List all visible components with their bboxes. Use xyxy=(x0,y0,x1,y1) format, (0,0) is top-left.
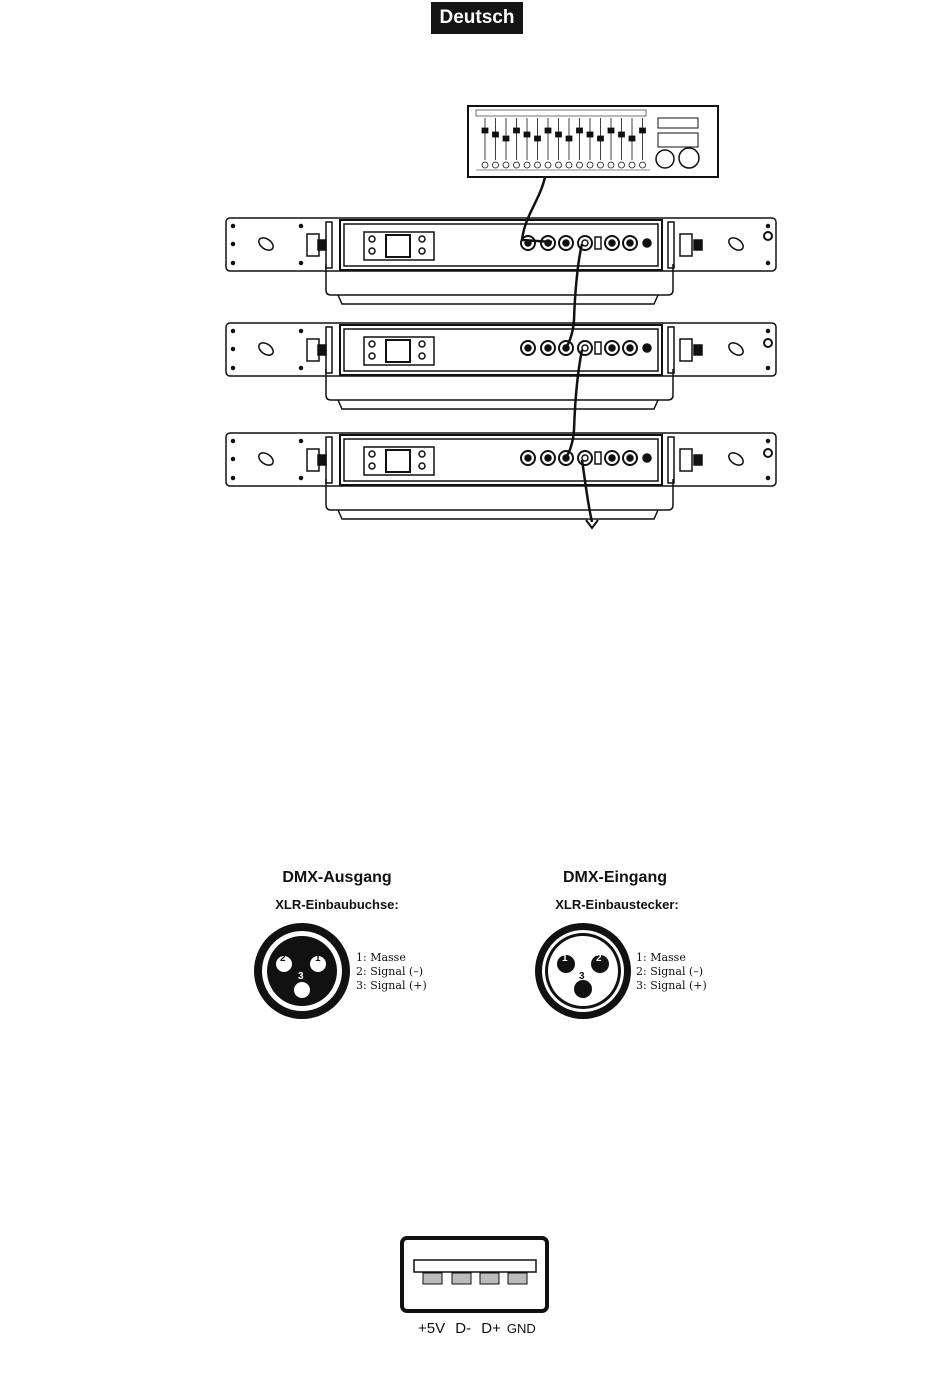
fixture-unit xyxy=(226,433,776,519)
pin-number: 1 xyxy=(562,953,568,964)
pin-number: 1 xyxy=(315,953,321,964)
pin-label: 3: Signal (+) xyxy=(356,979,427,993)
pin-label: 3: Signal (+) xyxy=(636,979,707,993)
usb-pin-label: +5V xyxy=(418,1320,445,1337)
usb-pin-labels: +5V D- D+ GND xyxy=(418,1320,568,1337)
pin-number: 3 xyxy=(298,971,304,982)
fixture-unit xyxy=(226,323,776,409)
dmx-controller xyxy=(468,106,718,177)
usb-pin-label: D+ xyxy=(481,1320,501,1337)
pin-number: 3 xyxy=(579,971,585,982)
pin-label: 1: Masse xyxy=(636,951,707,965)
dmx-input-pin-list: 1: Masse 2: Signal (–) 3: Signal (+) xyxy=(636,951,707,993)
dmx-output-pin-list: 1: Masse 2: Signal (–) 3: Signal (+) xyxy=(356,951,427,993)
pin-label: 1: Masse xyxy=(356,951,427,965)
pin-number: 2 xyxy=(596,953,602,964)
pin-label: 2: Signal (–) xyxy=(356,965,427,979)
pin-number: 2 xyxy=(280,953,286,964)
pin-label: 2: Signal (–) xyxy=(636,965,707,979)
dmx-input-subtitle: XLR-Einbaustecker: xyxy=(507,897,727,912)
dmx-output-subtitle: XLR-Einbaubuchse: xyxy=(227,897,447,912)
wiring-diagram xyxy=(0,0,950,560)
fixture-unit xyxy=(226,218,776,304)
dmx-input-title: DMX-Eingang xyxy=(505,869,725,887)
usb-pin-label: GND xyxy=(507,1321,536,1336)
dmx-output-title: DMX-Ausgang xyxy=(227,869,447,887)
usb-pin-label: D- xyxy=(455,1320,471,1337)
